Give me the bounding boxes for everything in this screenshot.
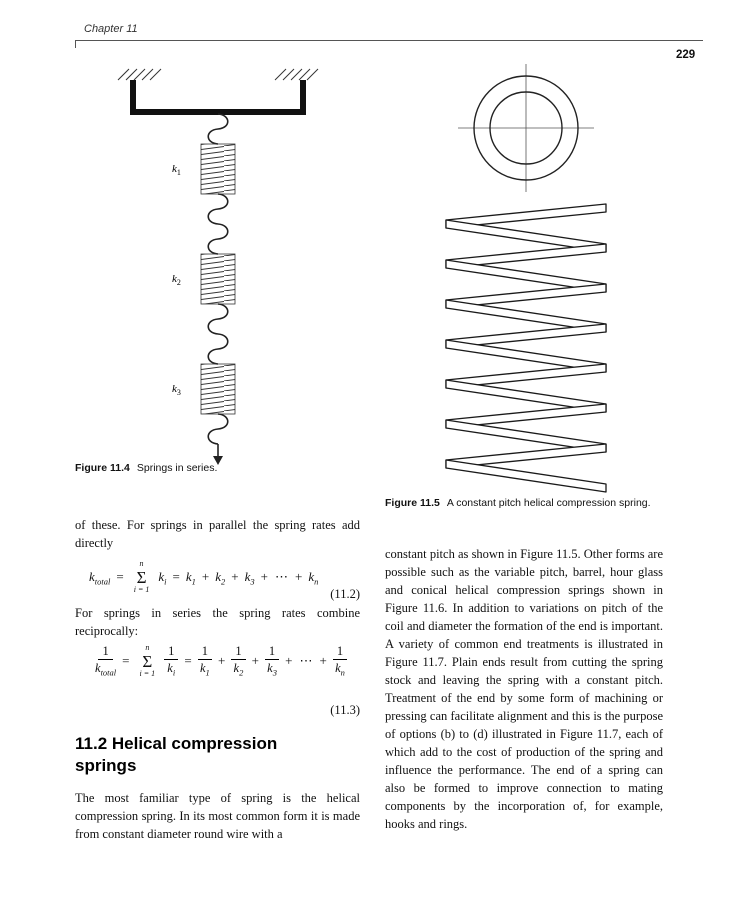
- s-hook-top: [207, 113, 229, 145]
- header-rule: [75, 40, 703, 41]
- fraction: 1 k3: [264, 644, 280, 678]
- plus-sign: +: [260, 569, 268, 585]
- equation-11-3-row: 1 ktotal = n Σ i = 1 1 ki = 1 k1 + 1 k2: [75, 643, 360, 679]
- equation-11-2-row: ktotal = n Σ i = 1 ki = k1 + k2 + k3 + ⋯…: [75, 556, 360, 595]
- left-paragraph-2: For springs in series the spring rates c…: [75, 606, 360, 638]
- eq-term: k2: [215, 568, 226, 587]
- eq-term: k1: [185, 568, 196, 587]
- page-number: 229: [676, 49, 696, 61]
- plus-sign: +: [285, 653, 293, 669]
- plus-sign: +: [319, 653, 327, 669]
- spring-coil-2: [200, 253, 236, 305]
- spring-label-k2: k2: [172, 273, 181, 287]
- spring-label-k1: k1: [172, 163, 181, 177]
- spring-label-k3: k3: [172, 383, 181, 397]
- figure-11-4-caption-text: Springs in series.: [136, 462, 218, 474]
- ellipsis: ⋯: [274, 569, 288, 585]
- top-view-crosshair: [458, 64, 594, 192]
- figure-11-5-drawing: [445, 64, 607, 493]
- plus-sign: +: [231, 569, 239, 585]
- figure-11-5-caption-text: A constant pitch helical compression spr…: [446, 497, 651, 509]
- eq-term: ktotal: [89, 568, 111, 587]
- equals-sign: =: [172, 569, 180, 585]
- plus-sign: +: [251, 653, 259, 669]
- fraction: 1 ki: [164, 644, 179, 678]
- fraction: 1 kn: [332, 644, 348, 678]
- s-hook-link-2a: [207, 303, 229, 335]
- plus-sign: +: [294, 569, 303, 585]
- support-hatch-right: [274, 68, 319, 81]
- s-hook-link-1b: [207, 223, 229, 255]
- figure-11-4-caption: Figure 11.4 Springs in series.: [75, 462, 365, 474]
- figure-11-5-label: Figure 11.5: [385, 497, 440, 509]
- ellipsis: ⋯: [299, 653, 313, 669]
- fraction: 1 k2: [231, 644, 246, 678]
- equation-number: (11.2): [330, 587, 360, 601]
- side-view-coils: [445, 203, 607, 493]
- equation-number: (11.3): [330, 703, 360, 717]
- equals-sign: =: [116, 569, 124, 585]
- s-hook-link-1a: [207, 193, 229, 225]
- fraction: 1 k1: [197, 644, 212, 678]
- eq-term: k3: [244, 568, 255, 587]
- left-paragraph-3: The most familiar type of spring is the …: [75, 791, 360, 841]
- spring-coil-3: [200, 363, 236, 415]
- equation-11-3: 1 ktotal = n Σ i = 1 1 ki = 1 k1 + 1 k2: [75, 643, 360, 718]
- load-arrow-head: [213, 456, 223, 465]
- summation-symbol: n Σ i = 1: [133, 559, 150, 594]
- spring-coil-1: [200, 143, 236, 195]
- figure-11-4-drawing: k1 k2 k3: [117, 68, 319, 465]
- support-hatch-left: [117, 68, 162, 81]
- chapter-header: Chapter 11: [84, 23, 138, 35]
- figure-11-4-label: Figure 11.4: [75, 462, 130, 474]
- section-heading-11-2: 11.2 Helical compression springs: [75, 734, 278, 775]
- fraction: 1 ktotal: [95, 644, 117, 678]
- summation-symbol: n Σ i = 1: [139, 643, 156, 678]
- header-rule-tick: [75, 40, 76, 48]
- left-paragraph-1: of these. For springs in parallel the sp…: [75, 518, 360, 550]
- right-paragraph-1: constant pitch as shown in Figure 11.5. …: [385, 547, 663, 831]
- s-hook-bottom: [207, 413, 229, 445]
- equals-sign: =: [184, 653, 192, 669]
- top-view-circles: [473, 75, 579, 181]
- eq-term: kn: [308, 568, 319, 587]
- figure-11-5-caption: Figure 11.5 A constant pitch helical comp…: [385, 497, 665, 509]
- s-hook-link-2b: [207, 333, 229, 365]
- frame-bracket: [130, 80, 306, 115]
- plus-sign: +: [201, 569, 210, 585]
- eq-term: ki: [158, 568, 167, 587]
- equals-sign: =: [122, 653, 130, 669]
- plus-sign: +: [217, 653, 226, 669]
- equation-11-2: ktotal = n Σ i = 1 ki = k1 + k2 + k3 + ⋯…: [75, 556, 360, 602]
